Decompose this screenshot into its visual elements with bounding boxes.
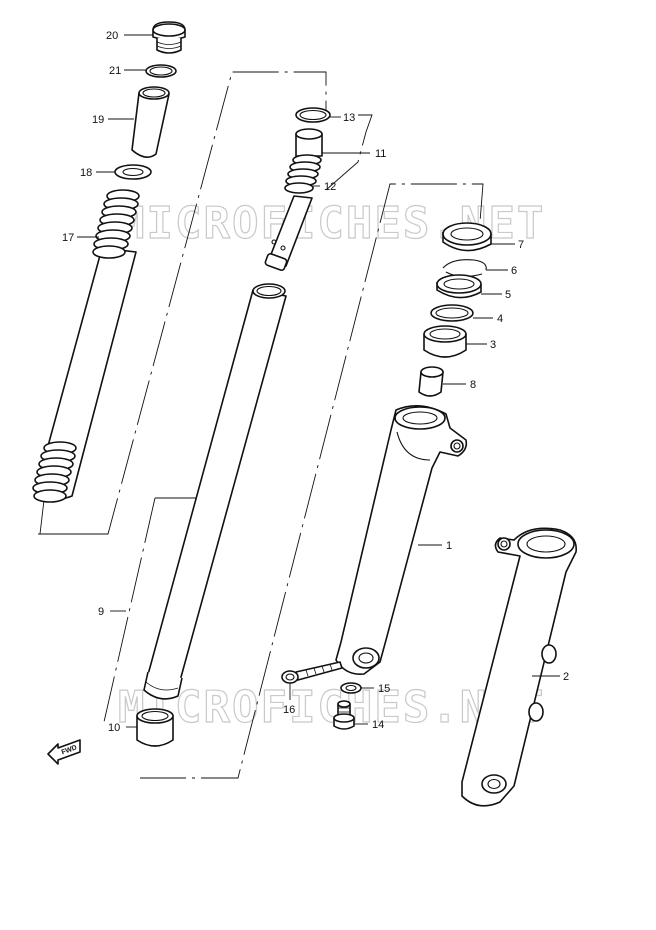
callout-14: 14 bbox=[372, 719, 384, 731]
ring-part-4 bbox=[430, 304, 474, 322]
callout-4: 4 bbox=[497, 313, 503, 325]
callout-11: 11 bbox=[375, 148, 386, 160]
leader-lines bbox=[77, 34, 560, 728]
drain-bolt-part-14 bbox=[333, 700, 355, 730]
callout-8: 8 bbox=[470, 379, 476, 391]
oil-seal-part-7 bbox=[442, 222, 492, 252]
outer-tube-left-part-1 bbox=[335, 405, 468, 676]
fork-spring-part-17 bbox=[32, 189, 140, 503]
grouping-lines bbox=[38, 71, 484, 779]
callout-6: 6 bbox=[511, 265, 517, 277]
callout-18: 18 bbox=[80, 167, 92, 179]
callout-20: 20 bbox=[106, 30, 118, 42]
ring-part-13 bbox=[295, 107, 331, 123]
callout-19: 19 bbox=[92, 114, 104, 126]
guide-bushing-part-3 bbox=[423, 325, 467, 358]
callout-9: 9 bbox=[98, 606, 104, 618]
rebound-spring-part-12 bbox=[284, 154, 322, 194]
callout-21: 21 bbox=[109, 65, 121, 77]
callout-2: 2 bbox=[563, 671, 569, 683]
spacer-part-19 bbox=[131, 86, 170, 158]
callout-labels: 20 21 19 18 17 13 11 12 7 6 5 4 3 8 1 2 … bbox=[62, 30, 569, 734]
callout-5: 5 bbox=[505, 289, 511, 301]
cap-bolt-part-20 bbox=[152, 21, 186, 54]
damper-rod-part-11 bbox=[264, 128, 323, 272]
slide-bushing-part-10 bbox=[136, 708, 174, 747]
snap-ring-part-6 bbox=[442, 259, 487, 278]
callout-12: 12 bbox=[324, 181, 336, 193]
callout-13: 13 bbox=[343, 112, 355, 124]
callout-3: 3 bbox=[490, 339, 496, 351]
washer-part-18 bbox=[114, 164, 152, 180]
oil-lock-piece-part-8 bbox=[418, 366, 444, 397]
bolt-part-16 bbox=[281, 661, 343, 684]
callout-17: 17 bbox=[62, 232, 74, 244]
callout-16: 16 bbox=[283, 704, 295, 716]
callout-15: 15 bbox=[378, 683, 390, 695]
watermark-bottom: MICROFICHES.NET bbox=[118, 682, 545, 733]
callout-10: 10 bbox=[108, 722, 120, 734]
washer-part-5 bbox=[436, 274, 482, 299]
callout-7: 7 bbox=[518, 239, 524, 251]
fwd-arrow-icon: FWD bbox=[47, 739, 81, 765]
o-ring-part-21 bbox=[145, 64, 177, 78]
inner-tube-part-9 bbox=[143, 283, 287, 700]
outer-tube-right-part-2 bbox=[461, 527, 577, 807]
washer-part-15 bbox=[340, 682, 362, 694]
callout-1: 1 bbox=[446, 540, 452, 552]
